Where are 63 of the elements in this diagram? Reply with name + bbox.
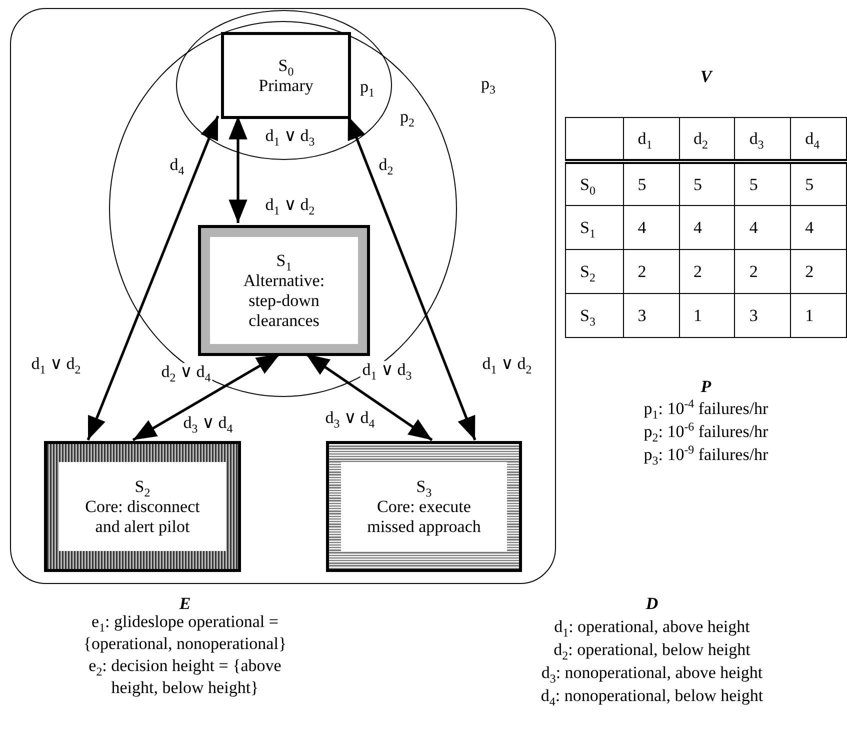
table-cell: 5 [790,162,846,206]
edge-label: d$_{3}$ ∨ d$_{4}$ [323,409,377,427]
condition-label: d$_{2}$ ∨ d$_{4}$ [159,363,213,381]
row-header: S$_{1}$ [566,206,624,250]
table-cell: 2 [734,250,791,294]
table-cell: 4 [790,206,846,250]
table-cell: 4 [734,206,791,250]
definition-line: d$_{2}$: operational, below height [552,639,752,661]
region-label: p$_{2}$ [400,107,414,127]
edge-label: d$_{1}$ ∨ d$_{2}$ [263,196,317,214]
state-text: Core: disconnect and alert pilot [84,496,201,536]
probability-line: p$_{3}$: 10$^{-9}$ failures/hr [642,444,770,466]
column-header: d$_{1}$ [623,118,680,162]
column-header: d$_{4}$ [790,118,846,162]
table-cell: 1 [790,294,846,338]
arrow [86,116,220,440]
table-title: V [699,66,714,88]
region-label: p$_{3}$ [481,74,496,94]
row-header: S$_{3}$ [566,294,624,338]
condition-label: d$_{1}$ ∨ d$_{3}$ [263,127,317,145]
table-cell: 1 [679,294,735,338]
row-header: S$_{0}$ [566,162,624,206]
edge-label: d$_{3}$ ∨ d$_{4}$ [181,414,235,432]
section-heading: D [644,593,660,615]
ellipse-region [176,10,392,160]
section-heading: P [700,376,712,398]
probability-line: p$_{2}$: 10$^{-6}$ failures/hr [642,421,770,443]
definition-line: d$_{4}$: nonoperational, below height [540,685,764,707]
condition-label: d$_{1}$ ∨ d$_{3}$ [360,361,414,379]
state-text: S$_{0}$ [278,56,294,76]
definition-line: d$_{3}$: nonoperational, above height [540,662,764,684]
column-header: d$_{2}$ [679,118,735,162]
rounded-region [10,8,556,584]
table-cell: 5 [679,162,735,206]
state-box [326,441,522,572]
table-cell: 5 [734,162,791,206]
edge-label: d$_{1}$ ∨ d$_{2}$ [29,355,83,373]
state-text: Core: execute missed approach [366,496,482,536]
table-cell: 2 [790,250,846,294]
row-header: S$_{2}$ [566,250,624,294]
definition-line: d$_{1}$: operational, above height [553,616,751,638]
probability-line: p$_{1}$: 10$^{-4}$ failures/hr [642,398,770,420]
condition-label: d$_{2}$ [376,156,396,174]
state-text: Primary [258,76,314,96]
condition-label: d$_{4}$ [168,156,186,174]
table-cell: 5 [623,162,680,206]
table-cell: 3 [734,294,791,338]
state-text: S$_{3}$ [416,476,432,496]
state-box [221,32,351,119]
table-cell: 3 [623,294,680,338]
state-text: S$_{2}$ [134,476,150,496]
state-text: S$_{1}$ [276,250,292,270]
table-cell: 4 [679,206,735,250]
table-cell: 4 [623,206,680,250]
table-cell: 2 [623,250,680,294]
state-text: Alternative: step-down clearances [242,270,326,330]
state-box [198,225,370,356]
column-header: d$_{3}$ [734,118,791,162]
region-label: p$_{1}$ [360,77,374,97]
table-cell: 2 [679,250,735,294]
state-box [44,441,241,572]
edge-label: d$_{1}$ ∨ d$_{2}$ [480,355,534,373]
definition-line: e$_{2}$: decision height = {above height, below height} [88,655,282,699]
